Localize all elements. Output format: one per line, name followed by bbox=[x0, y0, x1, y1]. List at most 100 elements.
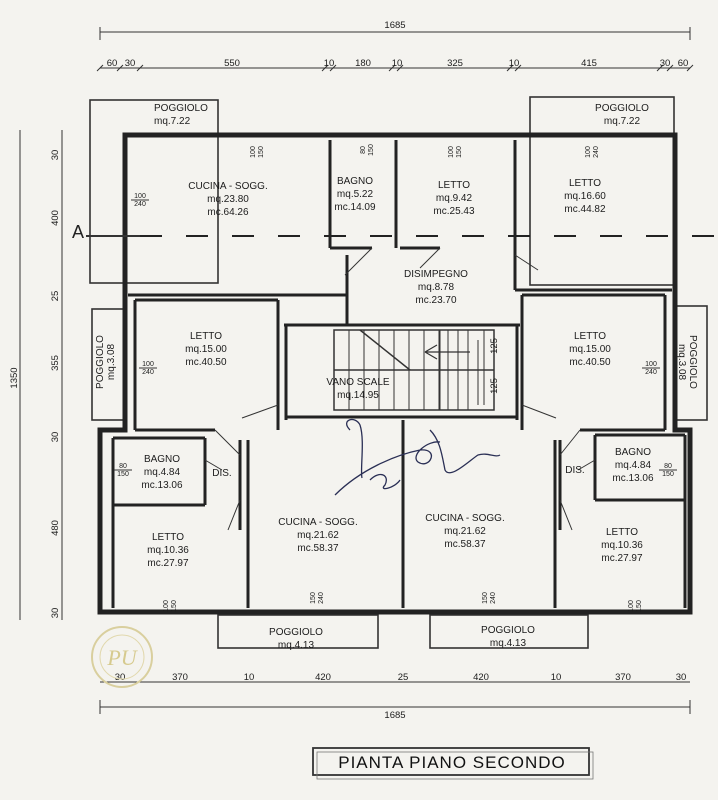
left-dim-7: 30 bbox=[50, 608, 61, 619]
room-label-line: LETTO bbox=[152, 532, 184, 543]
room-label-line: mc.40.50 bbox=[569, 357, 611, 368]
opening-dimension: 150 bbox=[171, 600, 178, 612]
room-label-line: mq.5.22 bbox=[337, 189, 374, 200]
bottom-dim-8: 370 bbox=[615, 672, 631, 683]
room-label-line: CUCINA - SOGG. bbox=[278, 517, 357, 528]
room-label-line: mq.14.95 bbox=[337, 390, 379, 401]
stair-dim-upper: 125 bbox=[489, 338, 500, 354]
signature bbox=[334, 418, 501, 496]
opening-dimension: 100 bbox=[163, 600, 170, 612]
opening-dimension: 240 bbox=[593, 146, 600, 158]
room-label-line: mc.64.26 bbox=[207, 207, 249, 218]
room-label-line: mc.23.70 bbox=[415, 295, 457, 306]
left-dim-5: 30 bbox=[50, 432, 61, 443]
room-label-line: mc.27.97 bbox=[147, 558, 189, 569]
top-dim-3: 550 bbox=[224, 58, 240, 69]
bottom-dimensions: 30 370 10 420 25 420 10 370 30 1685 bbox=[99, 672, 691, 721]
opening-dimension: 100 bbox=[250, 146, 257, 158]
top-dim-5: 180 bbox=[355, 58, 371, 69]
opening-dimension: 240 bbox=[142, 369, 154, 376]
room-label-line: mq.23.80 bbox=[207, 194, 249, 205]
room-label-line: mc.25.43 bbox=[433, 206, 475, 217]
left-dim-3: 25 bbox=[50, 291, 61, 302]
opening-dimension: 150 bbox=[310, 592, 317, 604]
top-dim-7: 325 bbox=[447, 58, 463, 69]
section-line-a: A bbox=[72, 222, 718, 242]
opening-dimension: 150 bbox=[482, 592, 489, 604]
room-label-line: VANO SCALE bbox=[326, 377, 389, 388]
opening-dimension: 150 bbox=[117, 471, 129, 478]
side-balcony-label-line: mq.3.08 bbox=[676, 344, 687, 381]
room-label-line: BAGNO bbox=[615, 447, 651, 458]
room-label-line: mq.4.13 bbox=[278, 640, 315, 651]
left-dim-1: 30 bbox=[50, 150, 61, 161]
room-label-line: mq.10.36 bbox=[147, 545, 189, 556]
bottom-dim-9: 30 bbox=[676, 672, 687, 683]
room-label-line: LETTO bbox=[190, 331, 222, 342]
top-dim-11: 60 bbox=[678, 58, 689, 69]
room-label-line: mq.21.62 bbox=[444, 526, 486, 537]
bottom-dim-3: 10 bbox=[244, 672, 255, 683]
top-dim-9: 415 bbox=[581, 58, 597, 69]
watermark-seal: PU bbox=[91, 626, 153, 688]
top-total-dimension: 1685 bbox=[384, 20, 405, 31]
room-label-line: mq.16.60 bbox=[564, 191, 606, 202]
side-balcony-label-line: POGGIOLO bbox=[95, 335, 106, 389]
opening-dimension: 240 bbox=[318, 592, 325, 604]
opening-dimension: 100 bbox=[134, 193, 146, 200]
watermark-text: PU bbox=[106, 645, 138, 670]
room-label-line: mc.14.09 bbox=[334, 202, 376, 213]
top-dim-8: 10 bbox=[509, 58, 520, 69]
room-label-line: mq.21.62 bbox=[297, 530, 339, 541]
room-label-line: POGGIOLO bbox=[595, 103, 649, 114]
bottom-dim-1: 30 bbox=[115, 672, 126, 683]
opening-dimension: 150 bbox=[368, 144, 375, 156]
top-dim-4: 10 bbox=[324, 58, 335, 69]
room-label-line: DIS. bbox=[565, 465, 584, 476]
room-label-line: mq.4.84 bbox=[615, 460, 652, 471]
room-label-line: mq.10.36 bbox=[601, 540, 643, 551]
room-label-line: mq.15.00 bbox=[185, 344, 227, 355]
left-dim-6: 480 bbox=[50, 520, 61, 536]
room-label-line: mq.15.00 bbox=[569, 344, 611, 355]
bottom-dim-5: 25 bbox=[398, 672, 409, 683]
opening-dimension: 150 bbox=[636, 600, 643, 612]
opening-dimension: 240 bbox=[645, 369, 657, 376]
room-label-line: mq.9.42 bbox=[436, 193, 473, 204]
room-label-line: BAGNO bbox=[337, 176, 373, 187]
door-swings bbox=[204, 247, 596, 531]
room-label-line: mc.44.82 bbox=[564, 204, 606, 215]
room-label-line: mq.4.13 bbox=[490, 638, 527, 649]
bottom-dim-7: 10 bbox=[551, 672, 562, 683]
top-dim-2: 30 bbox=[125, 58, 136, 69]
opening-dimension: 100 bbox=[645, 361, 657, 368]
room-label-line: mc.13.06 bbox=[141, 480, 183, 491]
left-total-dimension: 1350 bbox=[9, 367, 20, 388]
room-label-line: mq.7.22 bbox=[604, 116, 641, 127]
title: PIANTA PIANO SECONDO bbox=[338, 753, 566, 772]
side-balcony-label-line: mq.3.08 bbox=[106, 343, 117, 380]
left-dim-4: 355 bbox=[50, 355, 61, 371]
room-label-line: POGGIOLO bbox=[481, 625, 535, 636]
opening-dimension: 100 bbox=[448, 146, 455, 158]
plan-title: PIANTA PIANO SECONDO bbox=[312, 747, 594, 780]
left-dim-2: 400 bbox=[50, 210, 61, 226]
opening-dimension: 150 bbox=[258, 146, 265, 158]
opening-dimension: 80 bbox=[664, 463, 672, 470]
opening-dimension: 150 bbox=[456, 146, 463, 158]
top-dim-6: 10 bbox=[392, 58, 403, 69]
room-label-line: mc.40.50 bbox=[185, 357, 227, 368]
opening-dimension: 100 bbox=[585, 146, 592, 158]
stair-flights: 125 125 bbox=[333, 329, 500, 411]
room-label-line: mq.4.84 bbox=[144, 467, 181, 478]
walls bbox=[97, 132, 693, 615]
room-label-line: LETTO bbox=[574, 331, 606, 342]
bottom-dim-2: 370 bbox=[172, 672, 188, 683]
bottom-total-dimension: 1685 bbox=[384, 710, 405, 721]
opening-dimension: 100 bbox=[628, 600, 635, 612]
room-label-line: LETTO bbox=[438, 180, 470, 191]
room-label-line: mc.58.37 bbox=[297, 543, 339, 554]
